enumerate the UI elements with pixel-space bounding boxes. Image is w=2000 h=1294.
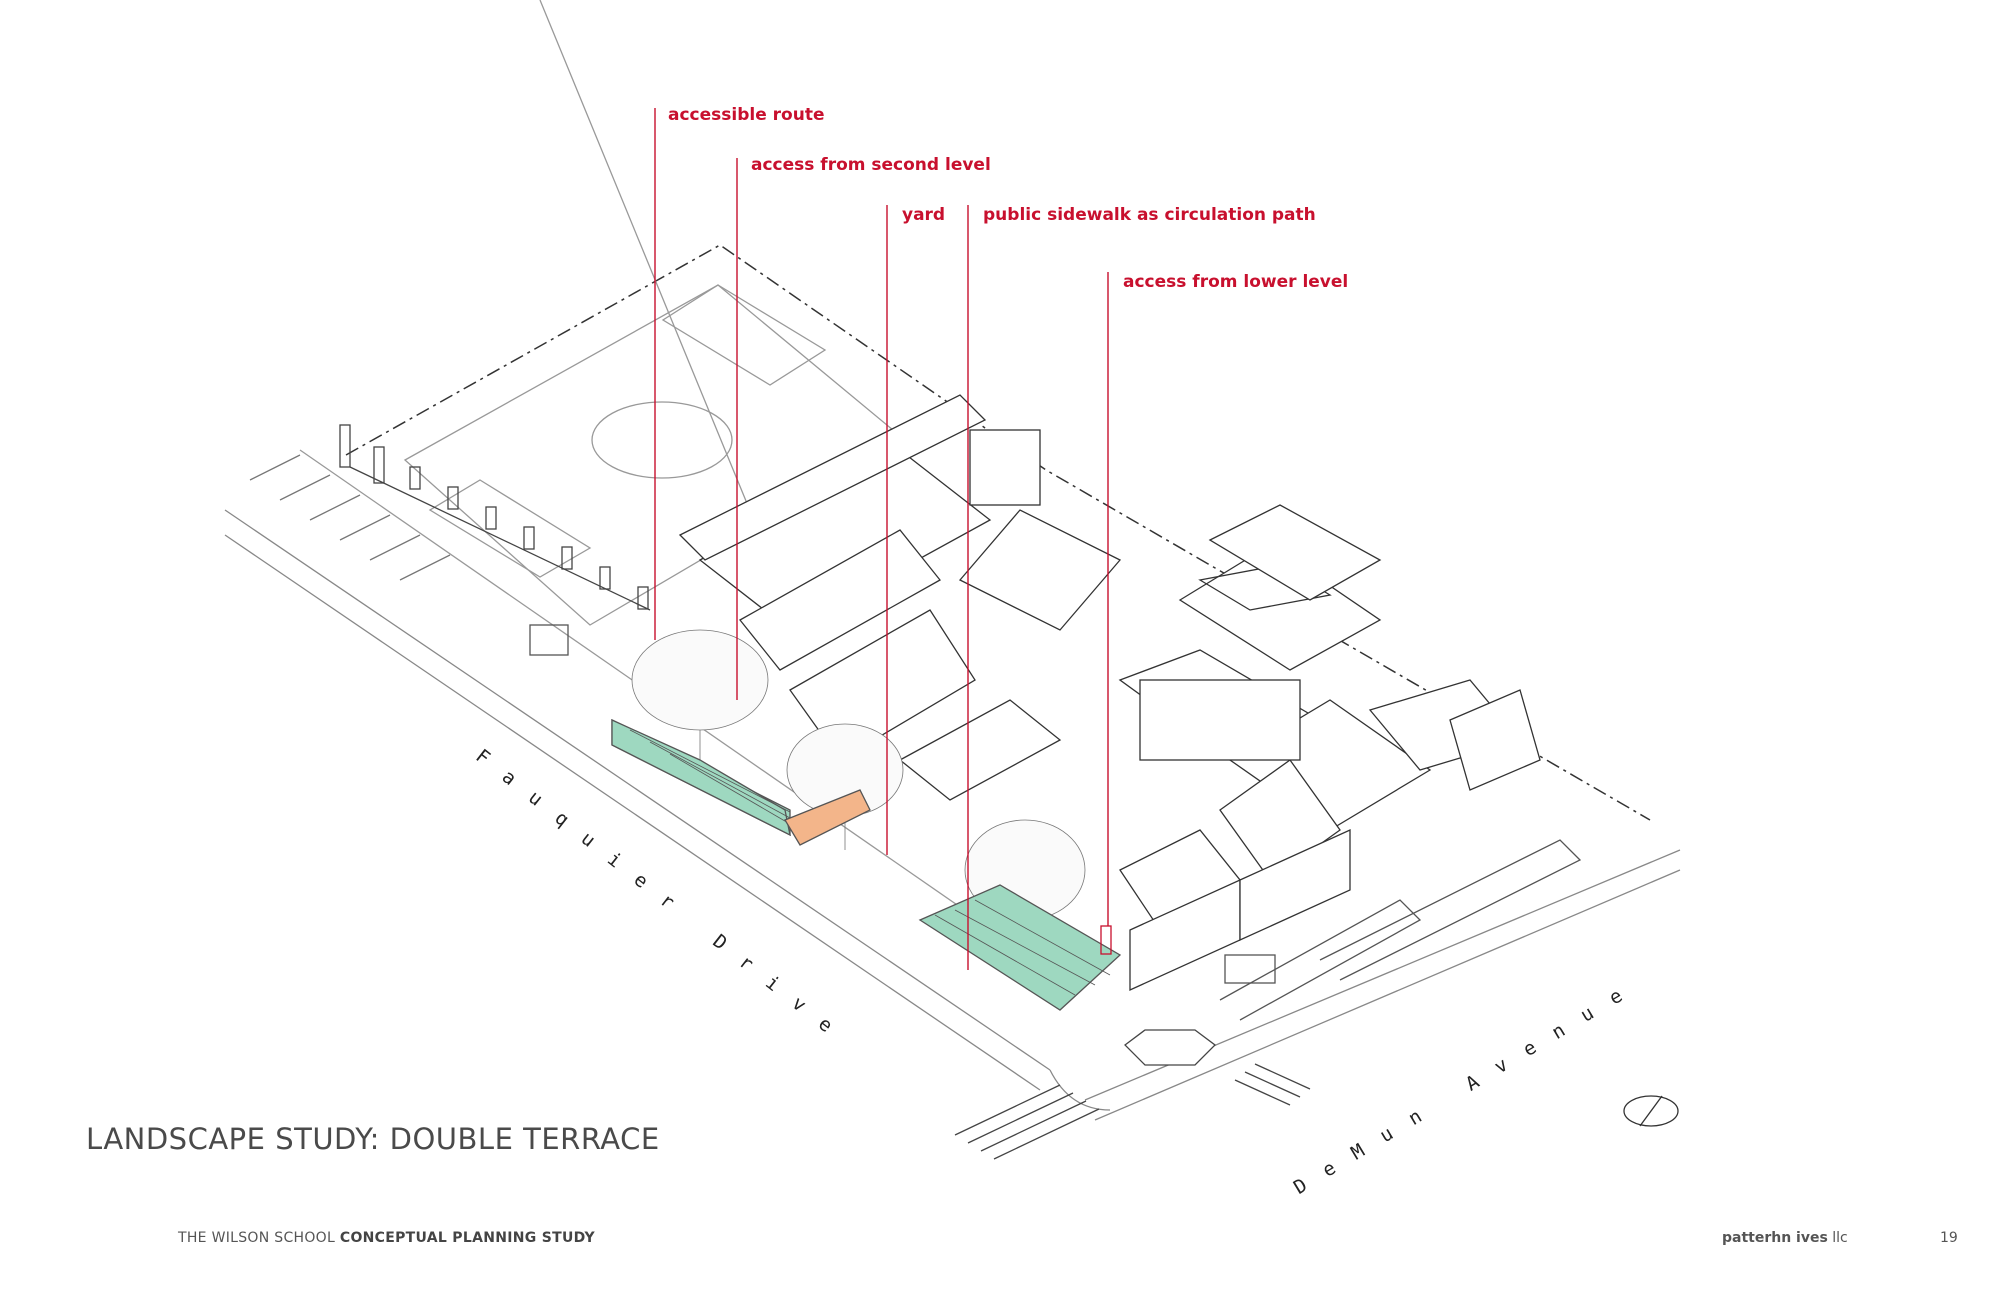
trees <box>631 629 1086 960</box>
page-number: 19 <box>1940 1230 1958 1246</box>
footer-study: CONCEPTUAL PLANNING STUDY <box>339 1230 595 1246</box>
footer-school: THE WILSON SCHOOL <box>178 1230 336 1246</box>
crosswalks <box>954 1063 1311 1160</box>
center-circle <box>591 401 733 479</box>
footer-firm-bold: patterhn ives <box>1722 1230 1828 1246</box>
callout-access-second-level: access from second level <box>751 155 991 175</box>
planter-hexagon <box>1124 1029 1216 1066</box>
path-orange <box>784 789 871 846</box>
callout-accessible-route: accessible route <box>668 105 825 125</box>
lower-level-door <box>1100 925 1112 955</box>
footer-firm: patterhn ives llc <box>1722 1230 1848 1246</box>
lower-terrace <box>918 884 1122 1011</box>
fauquier-curb-outer <box>224 509 1051 1071</box>
school-building <box>678 394 1541 992</box>
callout-yard: yard <box>902 205 946 225</box>
callout-access-lower-level: access from lower level <box>1123 272 1349 292</box>
fence-piers <box>339 424 651 611</box>
footer-firm-light: llc <box>1832 1230 1848 1246</box>
callout-public-sidewalk: public sidewalk as circulation path <box>983 205 1316 225</box>
page-title: LANDSCAPE STUDY: DOUBLE TERRACE <box>86 1122 660 1156</box>
property-line <box>345 244 1651 821</box>
footer-left: THE WILSON SCHOOL CONCEPTUAL PLANNING ST… <box>178 1230 595 1246</box>
